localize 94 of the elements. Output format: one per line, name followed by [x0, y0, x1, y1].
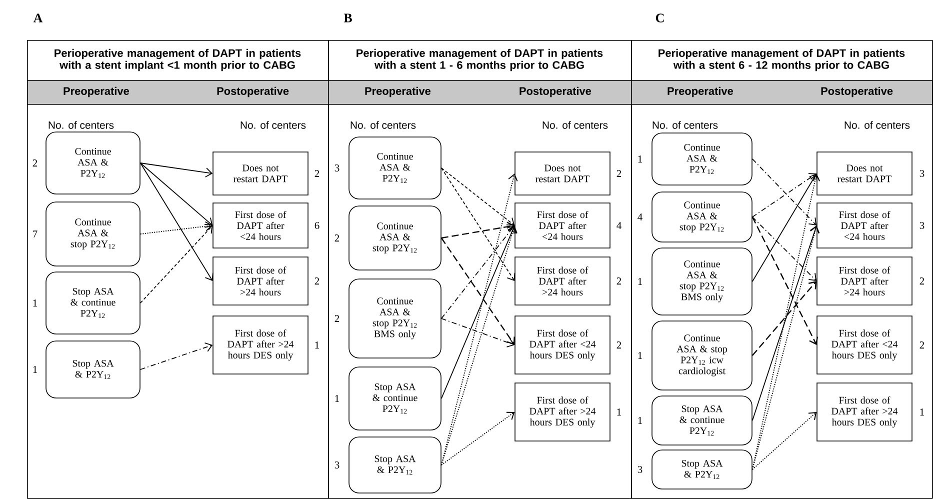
panel-letter: A: [33, 14, 43, 22]
option-box: Continue ASA & stop P2Y$_{12}$: [348, 206, 442, 270]
option-box: Stop ASA & continue P2Y$_{12}$: [652, 396, 752, 446]
arrow: [440, 226, 517, 399]
count-number: 2: [314, 170, 320, 177]
option-box: Stop ASA & continue P2Y$_{12}$: [46, 272, 140, 334]
arrow: [140, 226, 213, 304]
count-number: 1: [33, 300, 37, 306]
count-number: 2: [920, 278, 924, 284]
column-label: No. of centers: [48, 121, 114, 129]
arrow: [440, 226, 518, 466]
panel-letter: B: [344, 14, 352, 22]
outcome-box: First dose of DAPT after >24 hours: [816, 256, 912, 306]
arrow: [441, 222, 515, 239]
header-band: Preoperative Postoperative: [328, 80, 632, 105]
option-box: Continue ASA & stop P2Y$_{12}$: [652, 192, 752, 242]
outcome-box: First dose of DAPT after >24 hours DES only: [514, 382, 610, 442]
column-label: No. of centers: [542, 121, 608, 129]
option-box: Continue ASA & stop P2Y$_{12}$ icw cardiologist: [652, 320, 752, 390]
count-number: 7: [33, 230, 38, 238]
count-number: 1: [33, 366, 37, 373]
arrow: [440, 238, 515, 345]
count-number: 2: [314, 278, 320, 284]
count-number: 3: [638, 466, 642, 474]
outcome-box: First dose of DAPT after >24 hours DES only: [212, 316, 308, 374]
option-box: Continue ASA & P2Y$_{12}$: [46, 132, 140, 194]
header-band: Preoperative Postoperative: [27, 80, 329, 105]
option-box: Continue ASA & P2Y$_{12}$: [652, 132, 752, 186]
outcome-box: First dose of DAPT after <24 hours DES only: [514, 316, 610, 374]
outcome-box: Does not restart DAPT: [212, 152, 308, 196]
count-number: 2: [616, 278, 622, 284]
arrow: [752, 226, 820, 421]
option-box: Stop ASA & P2Y$_{12}$: [46, 340, 140, 398]
count-number: 2: [334, 315, 340, 322]
outcome-box: First dose of DAPT after >24 hours: [212, 256, 308, 306]
arrow: [140, 162, 213, 178]
outcome-box: Does not restart DAPT: [514, 152, 610, 196]
count-number: 3: [334, 164, 340, 172]
count-number: 2: [334, 234, 340, 242]
count-number: 3: [334, 461, 340, 469]
count-number: 2: [616, 170, 622, 177]
count-number: 1: [335, 395, 339, 402]
count-number: 3: [920, 222, 924, 230]
column-label: No. of centers: [652, 121, 718, 129]
column-label: No. of centers: [240, 121, 306, 129]
arrow: [752, 158, 817, 226]
option-box: Stop ASA & P2Y$_{12}$: [652, 450, 752, 490]
column-label: No. of centers: [844, 121, 910, 129]
outcome-box: First dose of DAPT after >24 hours DES only: [816, 382, 912, 442]
option-box: Continue ASA & stop P2Y$_{12}$ BMS only: [652, 248, 752, 316]
count-number: 1: [638, 352, 642, 359]
count-number: 2: [616, 342, 622, 348]
count-number: 1: [638, 278, 642, 285]
arrow: [752, 412, 817, 470]
count-number: 4: [638, 214, 642, 220]
count-number: 1: [638, 417, 642, 424]
option-box: Stop ASA & P2Y$_{12}$: [348, 436, 442, 494]
outcome-box: First dose of DAPT after <24 hours: [212, 202, 308, 248]
count-number: 1: [617, 408, 621, 416]
arrow: [752, 174, 818, 282]
option-box: Continue ASA & stop P2Y$_{12}$ BMS only: [348, 278, 442, 358]
arrow: [140, 162, 213, 226]
arrow: [752, 216, 817, 281]
panel-letter: C: [656, 14, 664, 22]
arrow: [752, 281, 817, 356]
option-box: Stop ASA & continue P2Y$_{12}$: [348, 366, 442, 430]
arrow: [752, 226, 820, 470]
arrow: [752, 216, 818, 345]
arrow: [140, 221, 213, 234]
count-number: 1: [315, 342, 319, 348]
outcome-box: First dose of DAPT after <24 hours DES only: [816, 316, 912, 374]
outcome-box: First dose of DAPT after <24 hours: [514, 202, 610, 248]
count-number: 3: [920, 170, 924, 178]
arrow: [440, 168, 516, 281]
column-label: No. of centers: [350, 121, 416, 129]
count-number: 1: [638, 156, 642, 162]
arrow: [440, 168, 515, 226]
count-number: 2: [920, 342, 924, 348]
arrow: [140, 342, 213, 370]
count-number: 4: [616, 222, 622, 229]
arrow: [440, 226, 515, 319]
arrow: [440, 318, 515, 348]
arrow: [440, 412, 515, 466]
count-number: 2: [32, 160, 38, 166]
option-box: Continue ASA & P2Y$_{12}$: [348, 136, 442, 200]
outcome-box: Does not restart DAPT: [816, 152, 912, 196]
header-band: Preoperative Postoperative: [631, 80, 933, 105]
arrow: [752, 173, 817, 218]
count-number: 6: [314, 222, 320, 230]
arrow: [140, 162, 214, 281]
option-box: Continue ASA & stop P2Y$_{12}$: [46, 202, 140, 266]
outcome-box: First dose of DAPT after >24 hours: [514, 256, 610, 306]
count-number: 1: [920, 408, 924, 416]
outcome-box: First dose of DAPT after <24 hours: [816, 202, 912, 248]
